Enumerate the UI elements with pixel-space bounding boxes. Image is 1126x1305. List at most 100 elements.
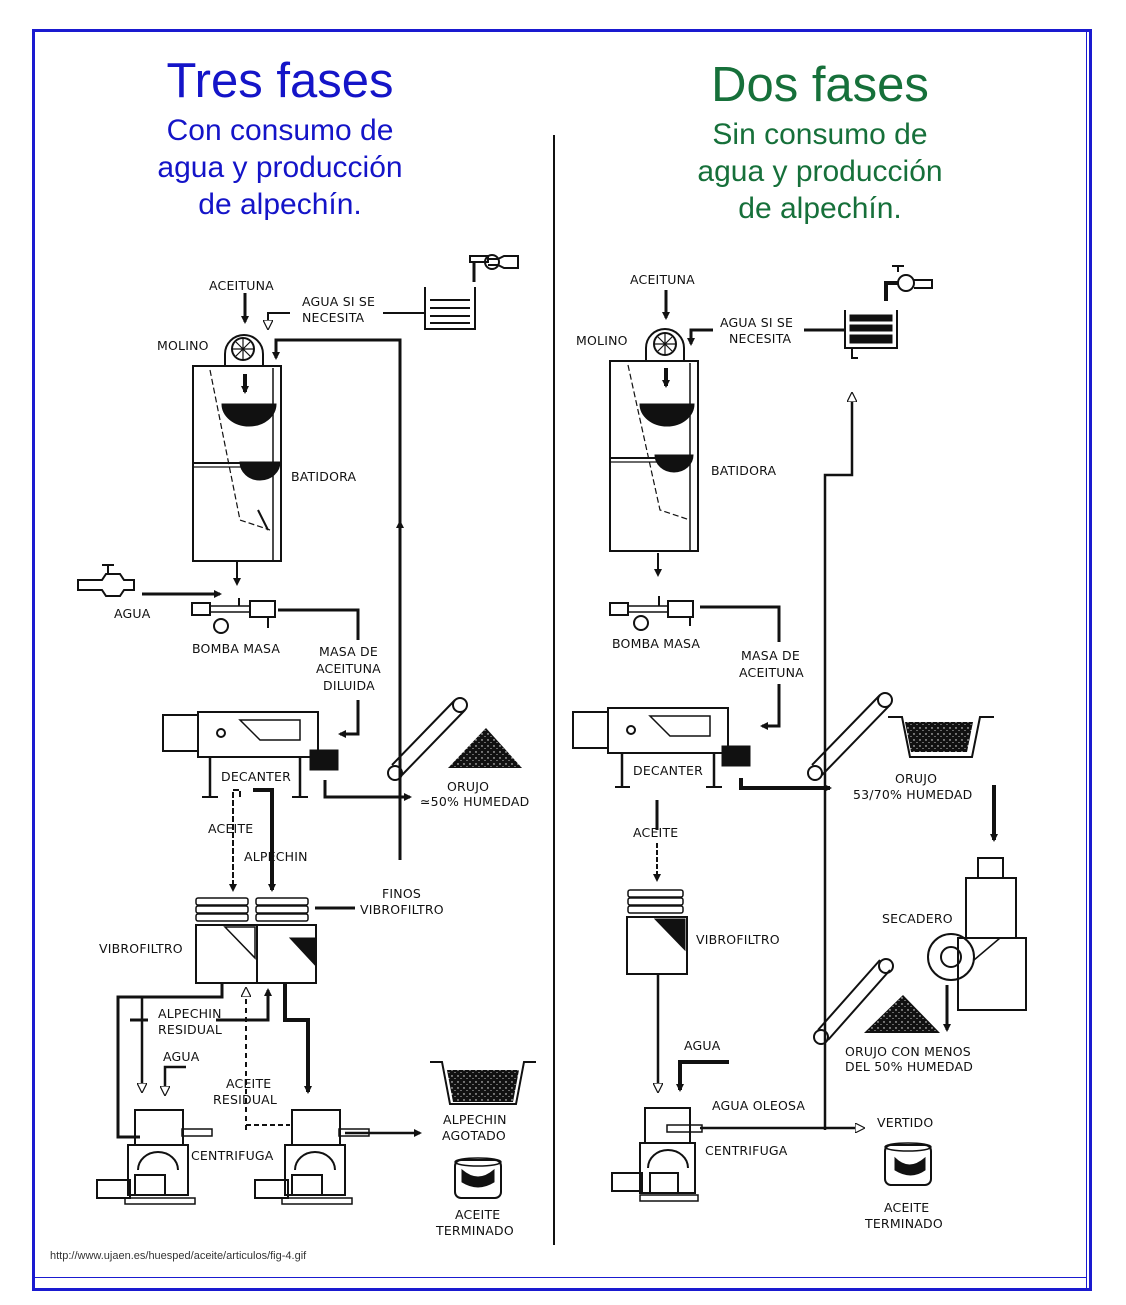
label-finished-oil: TERMINADO bbox=[435, 1223, 514, 1238]
label-pomace: ORUJO bbox=[895, 771, 937, 786]
paste-pump-icon bbox=[609, 596, 694, 631]
panel-divider bbox=[553, 135, 555, 1245]
water-to-centrifuge-arrow bbox=[676, 1060, 729, 1092]
label-vegetation-water: ALPECHIN bbox=[244, 849, 308, 864]
label-exhausted-vegetation-water: ALPECHIN bbox=[443, 1112, 507, 1127]
paste-line bbox=[700, 605, 781, 642]
label-mixer: BATIDORA bbox=[711, 463, 777, 478]
three-phase-subtitle-line: agua y producción bbox=[157, 150, 403, 184]
three-phase-title: Tres fases bbox=[166, 54, 394, 108]
two-phase-diagram bbox=[572, 265, 1027, 1202]
label-olive-paste: ACEITUNA bbox=[316, 661, 381, 676]
centrifuge-icon bbox=[611, 1107, 703, 1202]
label-decanter: DECANTER bbox=[633, 763, 703, 778]
label-mill: MOLINO bbox=[576, 333, 628, 348]
label-residual-vegetation-water: RESIDUAL bbox=[158, 1022, 222, 1037]
label-finished-oil: ACEITE bbox=[455, 1207, 500, 1222]
label-oily-water: AGUA OLEOSA bbox=[712, 1098, 805, 1113]
basin-icon bbox=[888, 716, 994, 758]
label-dry-pomace: DEL 50% HUMEDAD bbox=[845, 1059, 973, 1074]
two-phase-subtitle-line: Sin consumo de bbox=[712, 117, 928, 151]
label-pomace-humidity: ≃50% HUMEDAD bbox=[420, 794, 529, 809]
label-paste-pump: BOMBA MASA bbox=[192, 641, 280, 656]
label-fines-vibrofilter: VIBROFILTRO bbox=[360, 902, 444, 917]
label-mill: MOLINO bbox=[157, 338, 209, 353]
water-tank-icon bbox=[844, 310, 898, 359]
decanter-icon bbox=[572, 707, 751, 788]
label-water-if-needed: AGUA SI SE bbox=[720, 315, 793, 330]
label-dry-pomace: ORUJO CON MENOS bbox=[845, 1044, 971, 1059]
centrifuge-icon bbox=[96, 1109, 213, 1205]
oily-water-return-line bbox=[823, 395, 852, 1130]
label-decanter: DECANTER bbox=[221, 769, 291, 784]
label-residual-vegetation-water: ALPECHIN bbox=[158, 1006, 222, 1021]
label-olive: ACEITUNA bbox=[630, 272, 695, 287]
label-pomace-humidity: 53/70% HUMEDAD bbox=[853, 787, 973, 802]
pomace-output-arrow bbox=[739, 778, 832, 792]
two-phase-subtitle-line: de alpechín. bbox=[738, 191, 902, 225]
dryer-icon bbox=[927, 857, 1027, 1011]
frame-inner-bottom-line bbox=[32, 1277, 1087, 1278]
mill-icon bbox=[224, 334, 264, 366]
label-fines: FINOS bbox=[382, 886, 421, 901]
paste-line bbox=[278, 608, 360, 640]
label-centrifuge: CENTRIFUGA bbox=[191, 1148, 274, 1163]
oil-line bbox=[229, 789, 241, 892]
water-tank-icon bbox=[424, 287, 476, 330]
page-frame bbox=[32, 29, 1092, 1291]
paste-to-decanter-arrow bbox=[760, 684, 781, 730]
oil-drum-icon bbox=[884, 1142, 932, 1186]
frame-inner-right-line bbox=[1086, 29, 1087, 1291]
label-residual-oil: ACEITE bbox=[226, 1076, 271, 1091]
label-water-if-needed: AGUA SI SE bbox=[302, 294, 375, 309]
label-vibrofilter: VIBROFILTRO bbox=[99, 941, 183, 956]
residual-to-filter-arrow bbox=[216, 988, 272, 1022]
water-if-needed-arrow bbox=[687, 328, 713, 346]
conveyor-icon bbox=[813, 958, 894, 1045]
mill-icon bbox=[645, 328, 685, 360]
label-oil: ACEITE bbox=[633, 825, 678, 840]
vegetation-water-line bbox=[253, 788, 276, 892]
label-pomace: ORUJO bbox=[447, 779, 489, 794]
label-olive-paste: ACEITUNA bbox=[739, 665, 804, 680]
three-phase-labels: ACEITUNA AGUA SI SE NECESITA MOLINO BATI… bbox=[99, 278, 529, 1238]
water-if-needed-arrow bbox=[268, 312, 290, 327]
three-phase-heading: Tres fases Con consumo de agua y producc… bbox=[110, 54, 450, 223]
label-finished-oil: ACEITE bbox=[884, 1200, 929, 1215]
pomace-pile-icon bbox=[448, 728, 522, 768]
label-water-if-needed: NECESITA bbox=[729, 331, 792, 346]
label-water-if-needed: NECESITA bbox=[302, 310, 365, 325]
water-to-centrifuge-arrow bbox=[165, 1065, 186, 1093]
dry-pomace-pile-icon bbox=[864, 995, 940, 1033]
residual-water-line bbox=[116, 983, 224, 1139]
oil-drum-icon bbox=[454, 1157, 502, 1199]
conveyor-icon bbox=[387, 697, 468, 781]
mixer-tank-icon bbox=[192, 365, 282, 562]
vibrofilter-icon bbox=[626, 889, 688, 975]
paste-pump-icon bbox=[191, 598, 276, 634]
two-phase-subtitle-line: agua y producción bbox=[697, 154, 943, 188]
label-centrifuge: CENTRIFUGA bbox=[705, 1143, 788, 1158]
label-mixer: BATIDORA bbox=[291, 469, 357, 484]
vibrofilter-icon bbox=[195, 897, 317, 984]
label-oil: ACEITE bbox=[208, 821, 253, 836]
label-water: AGUA bbox=[163, 1049, 200, 1064]
source-url: http://www.ujaen.es/huesped/aceite/artic… bbox=[50, 1250, 307, 1262]
two-phase-labels: ACEITUNA AGUA SI SE NECESITA MOLINO BATI… bbox=[576, 272, 973, 1231]
two-phase-heading: Dos fases Sin consumo de agua y producci… bbox=[650, 58, 990, 227]
label-olive-paste: MASA DE bbox=[741, 648, 800, 663]
label-olive: ACEITUNA bbox=[209, 278, 274, 293]
water-tap-icon bbox=[77, 564, 135, 597]
paste-to-decanter-arrow bbox=[338, 700, 360, 738]
water-tap-icon bbox=[469, 254, 519, 282]
three-phase-subtitle-line: Con consumo de bbox=[166, 113, 394, 147]
two-phase-title: Dos fases bbox=[711, 58, 929, 112]
centrifuge-icon bbox=[254, 1109, 370, 1205]
basin-icon bbox=[430, 1061, 536, 1105]
label-water: AGUA bbox=[114, 606, 151, 621]
label-vibrofilter: VIBROFILTRO bbox=[696, 932, 780, 947]
water-tap-icon bbox=[884, 265, 933, 301]
three-phase-subtitle-line: de alpechín. bbox=[198, 187, 362, 221]
three-phase-diagram bbox=[77, 254, 536, 1205]
fines-recycle-line bbox=[272, 338, 402, 860]
